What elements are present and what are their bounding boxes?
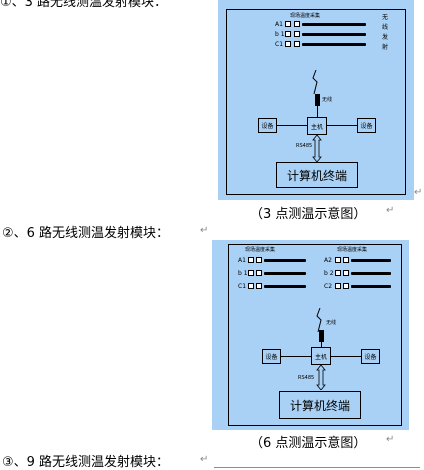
wireless-label: 无线 — [326, 320, 337, 326]
sensor-row-label: A1 — [238, 257, 246, 264]
vertical-label-char: 无 — [382, 14, 389, 21]
sensor-row-label: b 2 — [324, 270, 334, 277]
device-left-box: 设备 — [258, 118, 277, 133]
top-partial-heading: ①、3 路无线测温发射模块： — [0, 0, 168, 10]
antenna-block — [315, 94, 320, 106]
sensor-chip-icon — [335, 270, 341, 276]
temperature-probe — [302, 33, 366, 36]
bus-arrow-icon — [312, 135, 322, 162]
bus-label: RS485 — [298, 375, 315, 381]
temperature-probe — [351, 272, 391, 275]
sensor-row-label: C2 — [324, 283, 333, 290]
sensor-row-label: C1 — [275, 41, 284, 48]
sensor-title: 现场温度采集 — [290, 13, 321, 19]
sensor-chip-icon — [285, 21, 291, 27]
page-divider — [214, 467, 420, 468]
vertical-label-char: 射 — [382, 44, 389, 51]
sensor-chip-icon — [335, 283, 341, 289]
paragraph-mark: ↵ — [386, 434, 395, 445]
connector-line — [321, 342, 322, 348]
sensor-row-label: A1 — [275, 21, 283, 28]
paragraph-mark: ↵ — [386, 205, 395, 216]
temperature-probe — [264, 285, 306, 288]
sensor-chip-icon — [343, 257, 349, 263]
wireless-signal-icon — [316, 308, 322, 332]
device-left-box: 设备 — [262, 349, 281, 364]
sensor-chip-icon — [294, 41, 300, 47]
caption-6-point: （6 点测温示意图） — [250, 436, 367, 451]
paragraph-mark: ↵ — [200, 225, 209, 236]
computer-terminal-box: 计算机终端 — [279, 391, 361, 419]
paragraph-mark: ↵ — [414, 187, 423, 198]
temperature-probe — [264, 272, 306, 275]
bus-label: RS485 — [296, 143, 313, 149]
vertical-label-char: 线 — [382, 24, 389, 31]
sensor-chip-icon — [248, 257, 254, 263]
computer-terminal-box: 计算机终端 — [276, 162, 358, 188]
heading-6-channel: ②、6 路无线测温发射模块： — [2, 226, 170, 241]
sensor-title-left: 现场温度采集 — [245, 247, 276, 253]
sensor-chip-icon — [256, 270, 262, 276]
sensor-chip-icon — [343, 270, 349, 276]
sensor-row-label: b 1 — [275, 31, 285, 38]
sensor-row-label: A2 — [324, 257, 332, 264]
diagram-3-point: 现场温度采集 A1 b 1 C1 无 线 发 射 无线 设备 主机 设备 RS4… — [218, 0, 414, 200]
sensor-chip-icon — [294, 31, 300, 37]
sensor-row-label: C1 — [238, 283, 247, 290]
bus-arrow-icon — [316, 365, 326, 390]
sensor-chip-icon — [248, 283, 254, 289]
sensor-chip-icon — [256, 257, 262, 263]
diagram-border — [228, 244, 402, 426]
sensor-chip-icon — [343, 283, 349, 289]
diagram-border — [226, 9, 406, 195]
diagram-6-point: 现场温度采集 现场温度采集 A1 b 1 C1 A2 b 2 C2 无线 设备 … — [212, 240, 409, 430]
temperature-probe — [351, 259, 391, 262]
antenna-block — [319, 330, 324, 342]
wireless-label: 无线 — [322, 97, 333, 103]
device-right-box: 设备 — [361, 349, 380, 364]
connector-line — [317, 106, 318, 118]
wireless-signal-icon — [312, 70, 318, 94]
host-box: 主机 — [307, 117, 327, 135]
vertical-label-char: 发 — [382, 34, 389, 41]
sensor-chip-icon — [335, 257, 341, 263]
temperature-probe — [351, 285, 391, 288]
sensor-chip-icon — [285, 41, 291, 47]
sensor-chip-icon — [248, 270, 254, 276]
host-box: 主机 — [311, 347, 331, 365]
temperature-probe — [302, 23, 366, 26]
sensor-chip-icon — [285, 31, 291, 37]
device-right-box: 设备 — [357, 118, 376, 133]
sensor-title-right: 现场温度采集 — [337, 247, 368, 253]
paragraph-mark: ↵ — [200, 454, 209, 465]
caption-3-point: （3 点测温示意图） — [250, 207, 367, 222]
temperature-probe — [302, 43, 366, 46]
sensor-chip-icon — [294, 21, 300, 27]
sensor-row-label: b 1 — [238, 270, 248, 277]
sensor-chip-icon — [256, 283, 262, 289]
temperature-probe — [264, 259, 306, 262]
heading-9-channel: ③、9 路无线测温发射模块： — [2, 455, 170, 470]
